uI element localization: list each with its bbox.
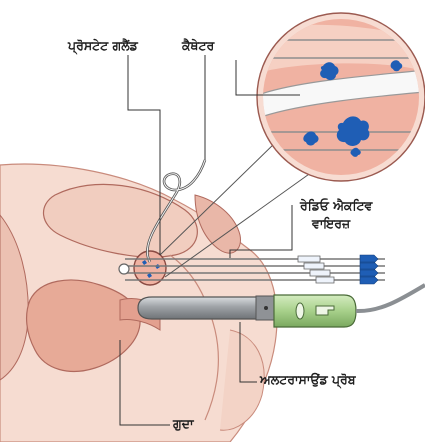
probe-shaft [138,297,272,319]
label-prostate-gland: ਪ੍ਰੋਸਟੇਟ ਗਲੈਂਡ [68,40,138,53]
label-catheter: ਕੈਥੇਟਰ [182,40,214,53]
probe-cable [356,285,425,311]
needle-hub-left [119,264,129,274]
label-radioactive-wires-1: ਰੇਡਿਓ ਐਕਟਿਵ [300,200,372,213]
label-rectum: ਗੁਦਾ [173,418,194,431]
prostate-zoom-magnifier [255,13,425,185]
label-radioactive-wires-2: ਵਾਇਰਜ਼ [312,218,350,231]
label-ultrasound-probe: ਅਲਟਰਾਸਾਉਂਡ ਪ੍ਰੋਬ [260,374,356,387]
probe-handle [274,295,356,327]
wire-tips [360,255,378,284]
radioactive-seed-icon [298,256,334,283]
probe-button [296,303,304,319]
probe-dot [264,306,268,310]
